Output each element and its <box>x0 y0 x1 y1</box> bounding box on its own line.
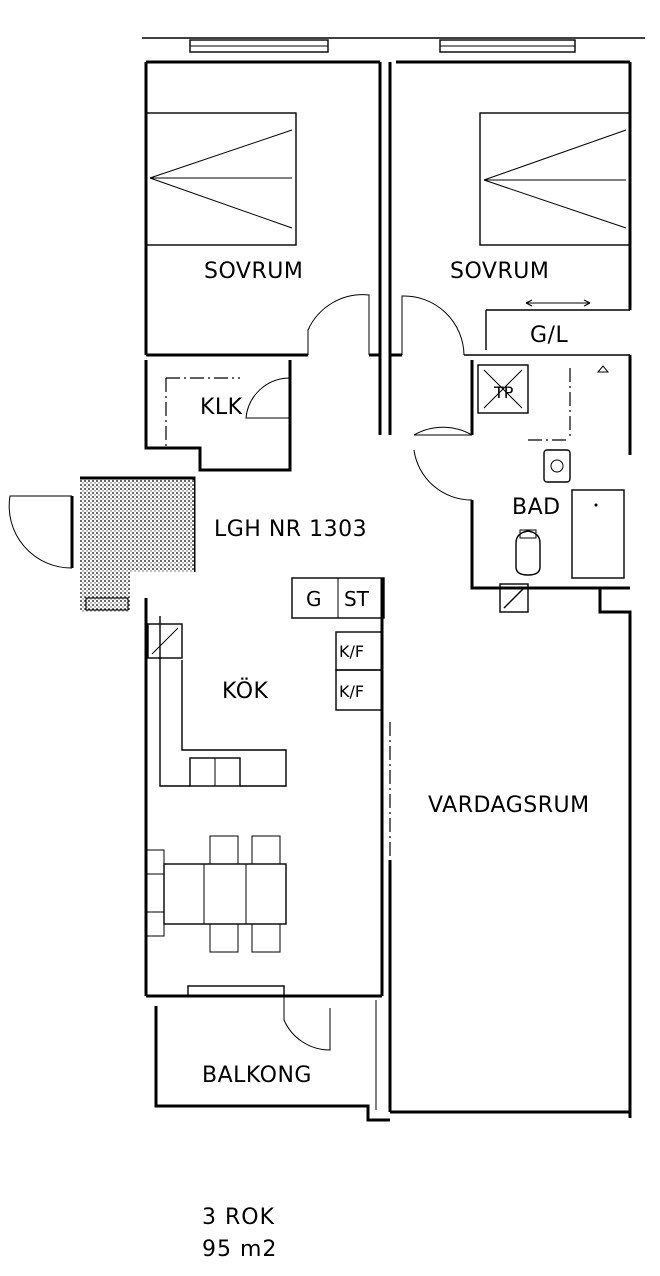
wardrobe-gl <box>525 299 591 307</box>
klk-closet <box>144 360 292 472</box>
room-label-balkong: BALKONG <box>202 1063 312 1088</box>
bed-right <box>479 112 631 246</box>
wardrobe-label-gl: G/L <box>530 323 568 348</box>
total-area: 95 m2 <box>202 1237 277 1262</box>
bed-left <box>145 112 297 246</box>
appliance-label-g: G <box>306 587 322 611</box>
room-count: 3 ROK <box>202 1205 275 1230</box>
bathroom <box>413 360 630 613</box>
room-label-kok: KÖK <box>222 678 269 704</box>
appliance-label-kf-2: K/F <box>339 682 364 701</box>
apartment-number: LGH NR 1303 <box>214 517 367 542</box>
kitchen <box>144 577 391 996</box>
room-label-sovrum-left: SOVRUM <box>204 259 303 284</box>
room-label-sovrum-right: SOVRUM <box>450 259 549 284</box>
hall <box>8 476 196 612</box>
bedroom-doors <box>307 294 465 356</box>
room-label-klk: KLK <box>200 395 243 420</box>
room-label-vardagsrum: VARDAGSRUM <box>428 793 590 818</box>
toilet-paper-label: TP <box>493 383 514 402</box>
balcony <box>146 985 390 1122</box>
appliance-label-kf-1: K/F <box>339 642 364 661</box>
living-room <box>388 588 632 1118</box>
top-facade <box>142 37 645 53</box>
room-label-bad: BAD <box>512 495 561 520</box>
appliance-label-st: ST <box>344 587 370 611</box>
dining-table <box>145 835 287 953</box>
